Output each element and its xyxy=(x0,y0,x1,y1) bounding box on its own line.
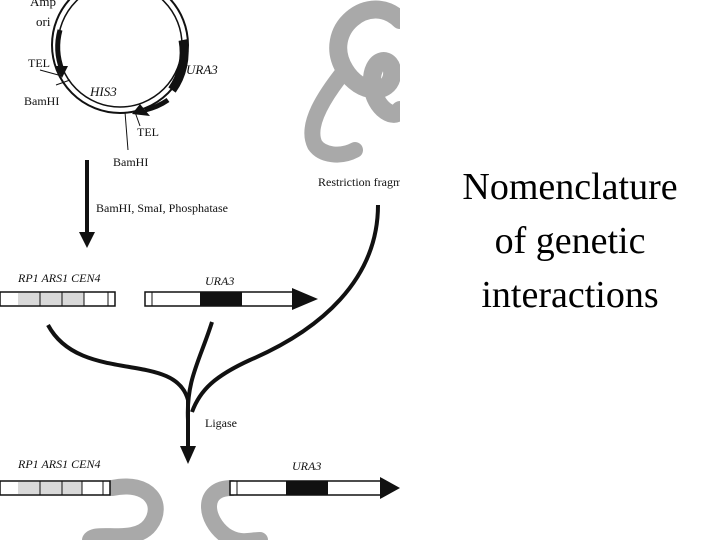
fragment-right xyxy=(144,288,318,310)
cloning-diagram: Amp ori TEL BamHI HIS3 URA3 TEL BamHI Ba… xyxy=(0,0,400,540)
label-tel-bottom: TEL xyxy=(137,125,159,139)
slide-title: Nomenclature of genetic interactions xyxy=(420,160,720,322)
cloning-diagram-svg: Amp ori TEL BamHI HIS3 URA3 TEL BamHI Ba… xyxy=(0,0,400,540)
product-gray-strand-right xyxy=(201,480,268,540)
label-bamhi-bottom: BamHI xyxy=(113,155,148,169)
plasmid xyxy=(39,0,189,151)
label-fragment-left: RP1 ARS1 CEN4 xyxy=(17,271,100,285)
slide-title-line-3: interactions xyxy=(481,274,659,316)
label-ligase: Ligase xyxy=(205,416,237,430)
label-his3: HIS3 xyxy=(89,84,117,99)
label-product-left: RP1 ARS1 CEN4 xyxy=(17,457,100,471)
ura3-marker-block xyxy=(168,39,189,93)
label-fragment-right: URA3 xyxy=(205,274,234,288)
product-gray-strand xyxy=(82,478,164,540)
label-digest-step: BamHI, SmaI, Phosphatase xyxy=(96,201,228,215)
label-ori: ori xyxy=(36,14,51,29)
restriction-arrow xyxy=(190,204,380,413)
plasmid-bottom-arrow xyxy=(144,97,170,113)
product-left xyxy=(0,480,111,496)
label-tel-left: TEL xyxy=(28,56,50,70)
plasmid-left-arrow xyxy=(55,29,65,71)
label-amp: Amp xyxy=(30,0,56,9)
slide-title-line-2: of genetic xyxy=(494,220,646,262)
label-ura3-plasmid: URA3 xyxy=(186,62,218,77)
restriction-fragment-strand xyxy=(329,0,400,123)
slide-title-line-1: Nomenclature xyxy=(462,166,678,208)
product-right xyxy=(229,477,400,499)
restriction-fragment-strand-tail xyxy=(304,62,363,163)
left-fragment-arrow xyxy=(46,324,190,401)
fragment-left xyxy=(0,291,116,307)
right-fragment-arrow xyxy=(185,321,214,421)
label-product-right: URA3 xyxy=(292,459,321,473)
label-restriction-fragment: Restriction fragm xyxy=(318,175,400,189)
label-bamhi-left: BamHI xyxy=(24,94,59,108)
